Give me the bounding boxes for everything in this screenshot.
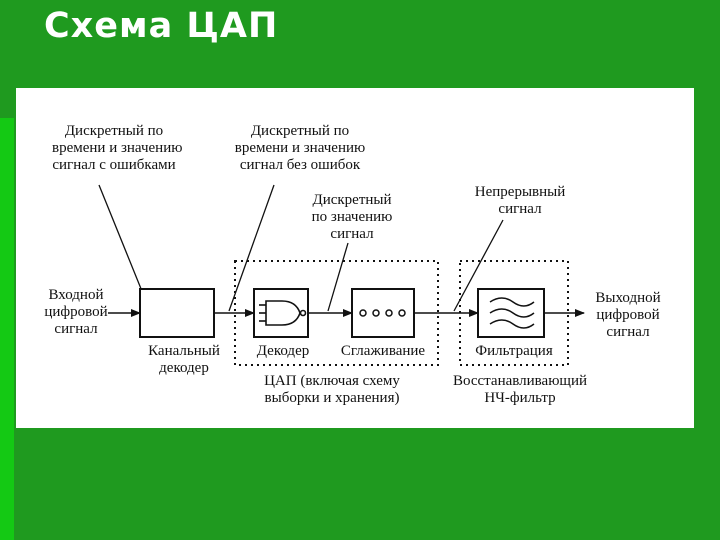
- annotation-continuous: Непрерывный сигнал: [474, 184, 566, 217]
- slide-title: Схема ЦАП: [44, 6, 279, 46]
- accent-bar: [0, 118, 14, 540]
- smoothing-label: Сглаживание: [340, 343, 426, 359]
- pointer-by-value: [327, 242, 349, 312]
- channel-decoder-label: Канальный декодер: [148, 343, 220, 376]
- diagram-panel: Дискретный по времени и значению сигнал …: [16, 88, 694, 428]
- output-signal-label: Выходной цифровой сигнал: [595, 290, 661, 340]
- input-signal-label: Входной цифровой сигнал: [44, 287, 108, 337]
- lpf-group-label: Восстанавливающий НЧ-фильтр: [452, 373, 588, 406]
- lowpass-filter-icon: [489, 297, 535, 329]
- decoder-label: Декодер: [256, 343, 310, 359]
- diagram-canvas: [98, 184, 585, 366]
- lpf-group-frame: [459, 260, 569, 366]
- dots-icon: [359, 309, 406, 317]
- annotation-discrete-by-value: Дискретный по значению сигнал: [311, 192, 393, 242]
- annotation-discrete-no-errors: Дискретный по времени и значению сигнал …: [234, 123, 366, 173]
- annotation-discrete-with-errors: Дискретный по времени и значению сигнал …: [52, 123, 183, 173]
- pointer-no-errors: [228, 184, 275, 312]
- channel-decoder-block: [139, 288, 215, 338]
- dac-group-frame: [234, 260, 439, 366]
- gate-icon: [259, 300, 307, 326]
- dac-group-label: ЦАП (включая схему выборки и хранения): [264, 373, 400, 406]
- filter-block: [477, 288, 545, 338]
- filtering-label: Фильтрация: [475, 343, 553, 359]
- pointer-continuous: [453, 219, 504, 312]
